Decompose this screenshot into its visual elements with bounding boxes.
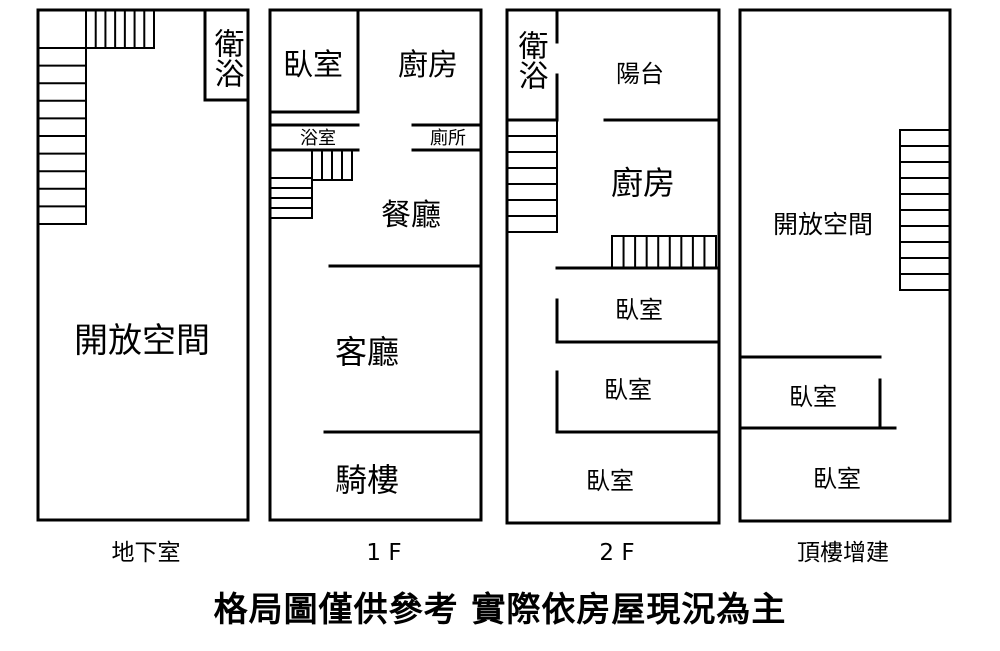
f1-arcade-label: 騎樓 (335, 461, 399, 499)
f2-balcony-label: 陽台 (616, 60, 664, 88)
stairs-icon (506, 119, 558, 233)
basement-open-space-label: 開放空間 (74, 321, 210, 361)
floor-name-1f: 1 F (366, 540, 401, 566)
f1-kitchen-label: 廚房 (398, 48, 458, 83)
f1-dining-label: 餐廳 (381, 198, 441, 233)
f1-plan (268, 8, 483, 522)
f1-toilet-label: 廁所 (430, 127, 466, 149)
roof-open-space-label: 開放空間 (773, 210, 873, 239)
stairs-icon (611, 235, 717, 269)
roof-outline (738, 8, 952, 523)
f2-bedroom-1-label: 臥室 (615, 296, 663, 324)
roof-plan (738, 8, 952, 523)
stairs-icon (899, 129, 951, 291)
basement-bath-box (203, 8, 250, 102)
f2-bedroom-2-label: 臥室 (604, 376, 652, 404)
f1-living-label: 客廳 (335, 333, 399, 371)
stairs-icon (37, 47, 87, 225)
stairs-outline (506, 119, 558, 233)
stairs-outline (611, 235, 717, 269)
stairs-icon (311, 149, 353, 181)
f1-shower-label: 浴室 (300, 128, 336, 149)
f2-plan (505, 8, 721, 525)
f2-bath-label: 衛浴 (513, 30, 549, 90)
stairs-icon (269, 177, 313, 219)
disclaimer-note: 格局圖僅供參考 實際依房屋現況為主 (213, 590, 787, 630)
f1-bedroom-label: 臥室 (283, 48, 343, 83)
basement-bath-label: 衛浴 (209, 28, 245, 88)
stairs-outline (85, 9, 155, 49)
roof-bedroom-1-label: 臥室 (789, 383, 837, 411)
f2-bedroom-3-label: 臥室 (586, 467, 634, 495)
floor-name-2f: 2 F (599, 540, 634, 566)
floor-name-roof: 頂樓增建 (797, 540, 889, 566)
stairs-icon (85, 9, 155, 49)
roof-bedroom-2-label: 臥室 (813, 465, 861, 493)
f2-kitchen-label: 廚房 (611, 164, 675, 202)
floor-name-basement: 地下室 (112, 540, 181, 566)
basement-plan (36, 8, 250, 522)
